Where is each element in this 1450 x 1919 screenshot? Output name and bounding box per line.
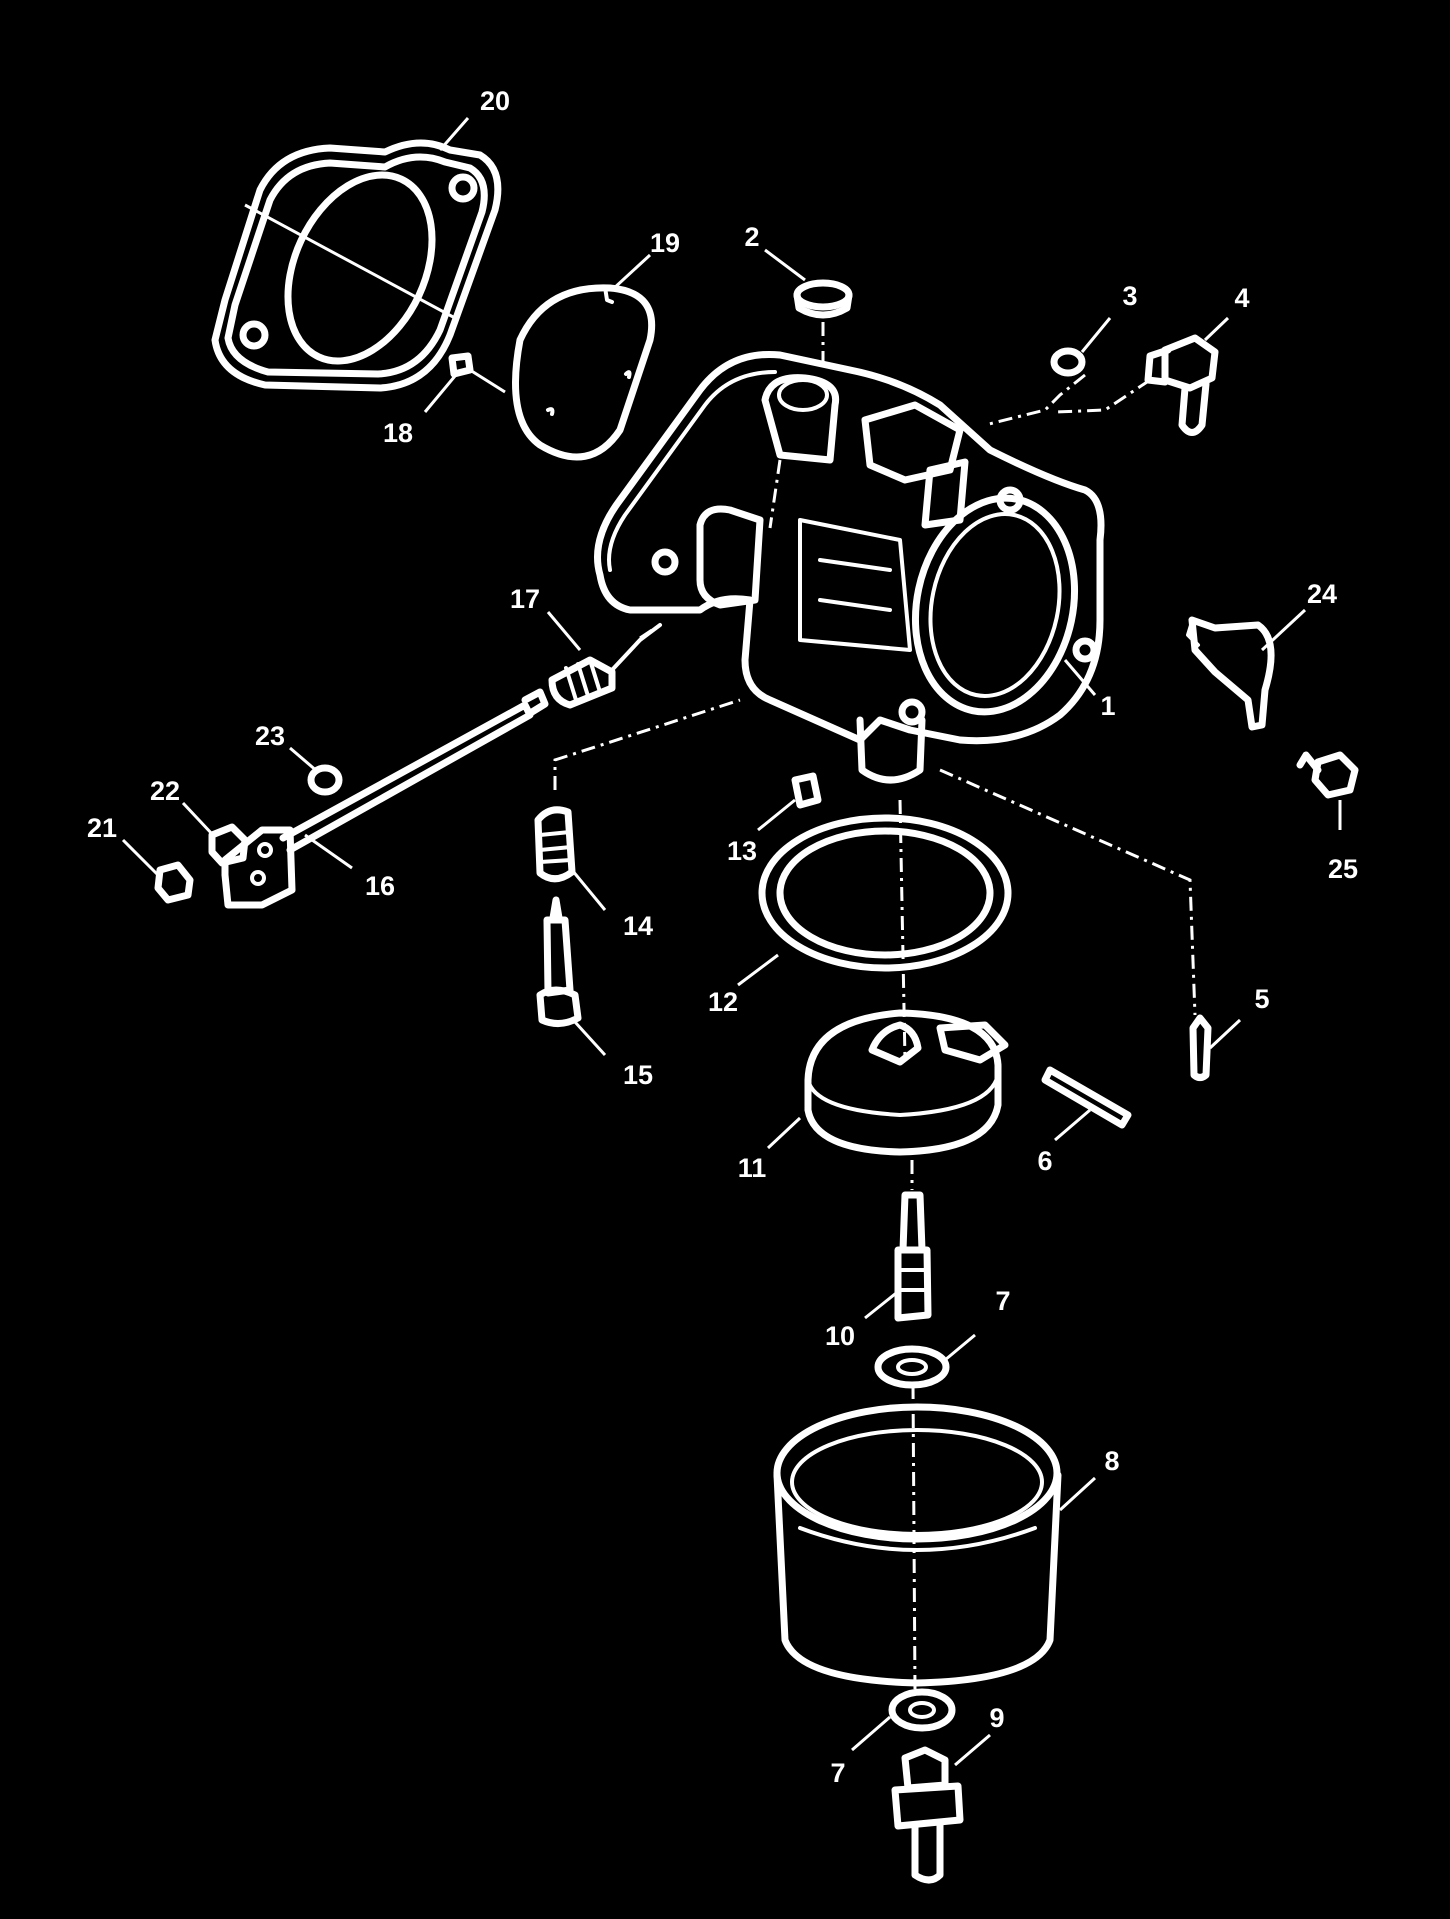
part-9-fitting — [891, 1746, 964, 1884]
callout-6: 6 — [1037, 1146, 1052, 1176]
callout-10: 10 — [825, 1321, 855, 1351]
part-10-main-jet — [894, 1191, 932, 1322]
part-8-float-bowl — [773, 1403, 1062, 1687]
part-7-washer-upper — [874, 1345, 950, 1389]
part-1-carburetor-body — [594, 350, 1105, 784]
part-19-cover-plate — [512, 284, 656, 461]
callout-24: 24 — [1307, 579, 1337, 609]
callout-20: 20 — [480, 86, 510, 116]
part-5-inlet-needle — [1189, 1014, 1212, 1081]
part-17-spring — [548, 623, 662, 709]
callout-7-upper: 7 — [995, 1286, 1010, 1316]
assembly-center-lines — [553, 322, 1197, 1691]
part-18-screw — [448, 352, 506, 394]
callout-numbers: 20 19 18 2 3 4 1 24 25 17 23 22 21 16 13… — [87, 86, 1358, 1788]
callout-1: 1 — [1100, 691, 1115, 721]
callout-21: 21 — [87, 813, 117, 843]
part-24-clip — [1186, 616, 1275, 731]
callout-7-lower: 7 — [830, 1758, 845, 1788]
part-22-bushing — [208, 823, 249, 867]
callout-4: 4 — [1234, 283, 1249, 313]
callout-8: 8 — [1104, 1446, 1119, 1476]
callout-18: 18 — [383, 418, 413, 448]
callout-25: 25 — [1328, 854, 1358, 884]
part-15-needle — [536, 896, 582, 1027]
callout-14: 14 — [623, 911, 653, 941]
callout-12: 12 — [708, 987, 738, 1017]
callout-17: 17 — [510, 584, 540, 614]
part-7-washer-lower — [888, 1688, 956, 1732]
callout-9: 9 — [989, 1703, 1004, 1733]
callout-15: 15 — [623, 1060, 653, 1090]
callout-22: 22 — [150, 776, 180, 806]
part-6-pin — [1041, 1066, 1132, 1129]
part-25-bolt — [1296, 751, 1359, 799]
callout-2: 2 — [744, 222, 759, 252]
callout-5: 5 — [1254, 984, 1269, 1014]
callout-16: 16 — [365, 871, 395, 901]
callout-19: 19 — [650, 228, 680, 258]
part-23-nut — [307, 764, 343, 796]
part-11-float — [804, 1009, 1009, 1156]
part-3-o-ring — [1050, 347, 1086, 377]
part-12-gasket — [758, 814, 1012, 972]
part-14-spring — [534, 806, 576, 883]
part-13-screw — [791, 772, 822, 809]
callout-13: 13 — [727, 836, 757, 866]
callout-11: 11 — [738, 1153, 767, 1183]
part-16-throttle-shaft — [221, 688, 549, 909]
part-2-plug — [793, 279, 853, 319]
callout-3: 3 — [1122, 281, 1137, 311]
part-21-screw — [154, 861, 194, 904]
callout-leaders — [121, 117, 1342, 1767]
callout-23: 23 — [255, 721, 285, 751]
part-4-elbow-fitting — [1144, 334, 1219, 436]
part-20-flange-gasket — [211, 139, 502, 392]
